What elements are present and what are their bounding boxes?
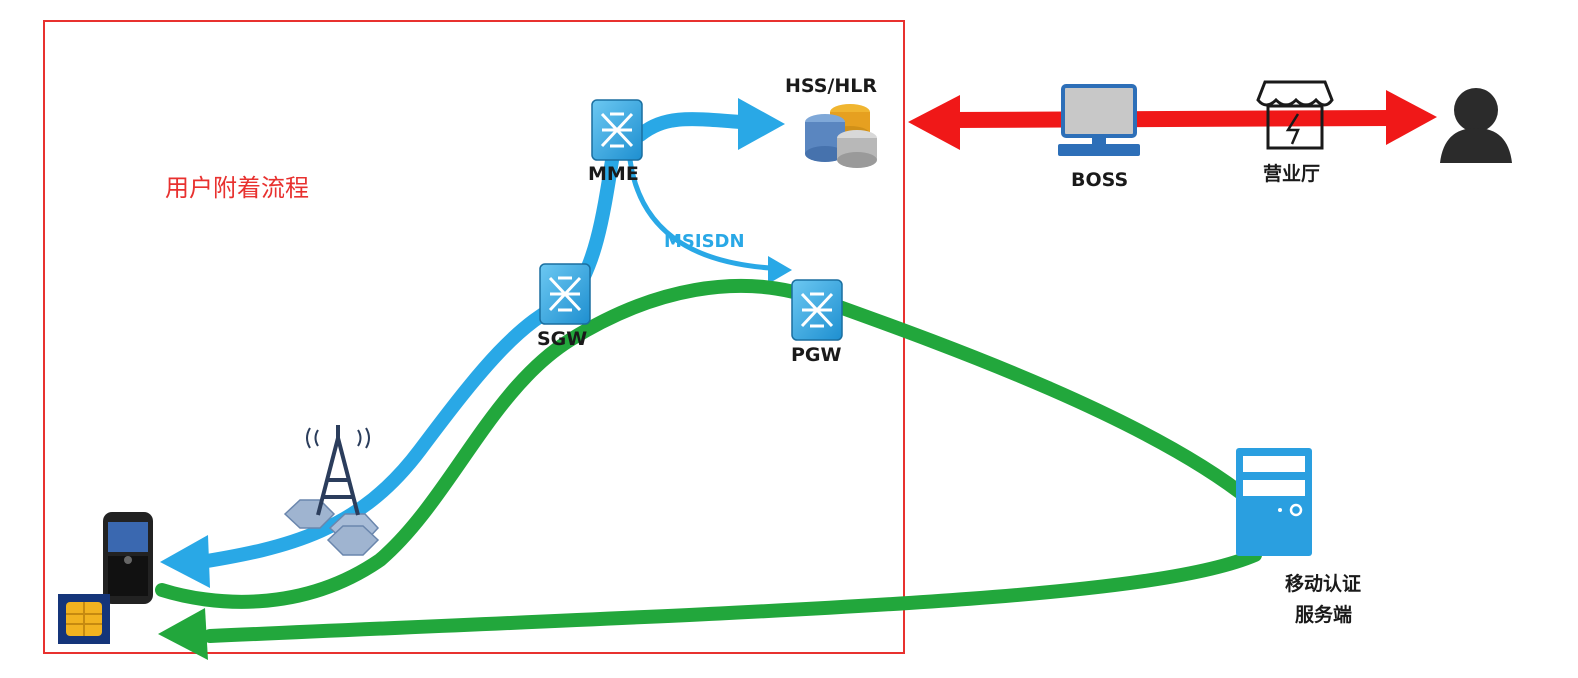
user-icon <box>1440 88 1512 163</box>
green-arrowhead-sim <box>158 608 208 660</box>
auth-server-label-line1: 移动认证 <box>1285 573 1362 595</box>
red-arrowhead-user <box>1386 90 1437 145</box>
cell-tower-icon <box>283 425 380 556</box>
auth-server-label-line2: 服务端 <box>1295 604 1353 626</box>
store-icon <box>1256 80 1334 150</box>
diagram-title: 用户附着流程 <box>165 174 309 202</box>
blue-arrowhead-phone <box>160 535 210 588</box>
boss-label: BOSS <box>1071 169 1129 191</box>
sgw-icon <box>539 263 591 325</box>
pgw-icon <box>791 279 843 341</box>
sim-card-icon <box>58 594 110 644</box>
blue-arrowhead-hss <box>738 98 785 150</box>
pgw-label: PGW <box>791 344 842 366</box>
mme-icon <box>591 99 643 161</box>
blue-arrowhead-pgw <box>768 256 792 284</box>
computer-icon <box>1058 84 1140 156</box>
blue-path-mme-pgw <box>627 159 771 271</box>
mme-label: MME <box>588 163 639 185</box>
database-icon <box>805 104 877 168</box>
hss-label: HSS/HLR <box>785 75 877 97</box>
store-label: 营业厅 <box>1263 163 1321 185</box>
msisdn-label: MSISDN <box>664 231 745 252</box>
green-return-path <box>203 548 1262 643</box>
red-provision-path <box>949 110 1391 128</box>
server-icon <box>1236 448 1312 556</box>
blue-signal-path <box>188 123 624 570</box>
red-arrowhead-hss <box>908 95 960 150</box>
green-data-path <box>155 278 1257 609</box>
blue-path-mme-hss <box>633 112 747 142</box>
mobile-phone-icon <box>103 512 153 604</box>
sgw-label: SGW <box>537 328 588 350</box>
